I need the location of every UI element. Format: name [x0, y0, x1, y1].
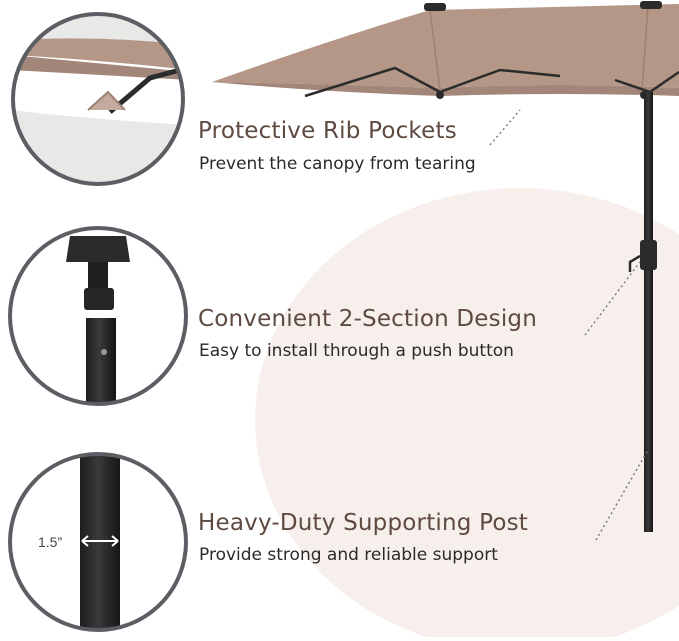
- pole-diameter-closeup: [10, 454, 186, 630]
- rib-pocket-closeup: [13, 14, 183, 184]
- backdrop-circle: [255, 188, 679, 641]
- closeup-ring-1: [11, 12, 185, 186]
- feature-title-heavy-duty-post: Heavy-Duty Supporting Post: [198, 510, 529, 536]
- feature-subtitle-heavy-duty-post: Provide strong and reliable support: [199, 545, 498, 565]
- umbrella-canopy: [212, 1, 679, 99]
- feature-title-rib-pockets: Protective Rib Pockets: [198, 118, 457, 144]
- feature-title-two-section: Convenient 2-Section Design: [198, 306, 538, 332]
- leader-lines: [489, 109, 649, 541]
- diameter-label: 1.5”: [38, 534, 63, 550]
- closeup-ring-3: [8, 452, 188, 632]
- pole-joint-closeup: [10, 228, 186, 404]
- closeup-ring-2: [8, 226, 188, 406]
- umbrella-pole: [628, 92, 657, 532]
- feature-subtitle-rib-pockets: Prevent the canopy from tearing: [199, 154, 476, 174]
- feature-subtitle-two-section: Easy to install through a push button: [199, 341, 514, 361]
